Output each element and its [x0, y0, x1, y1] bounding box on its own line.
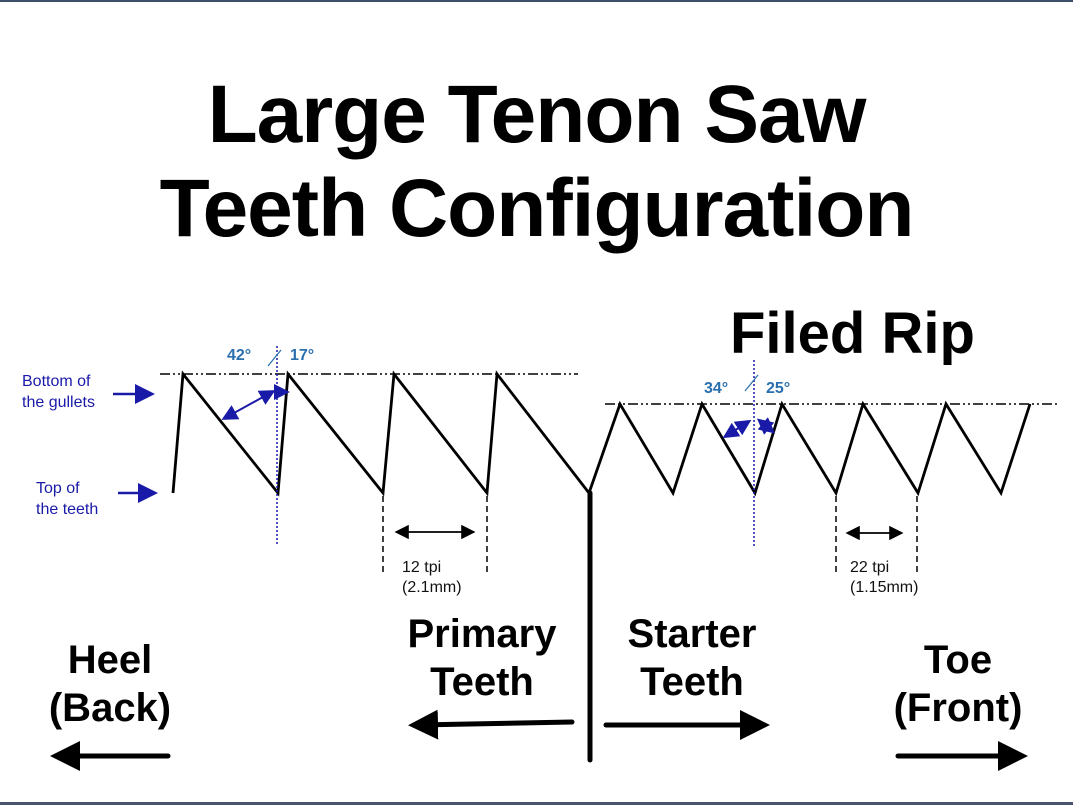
page-title: Large Tenon Saw Teeth Configuration: [0, 68, 1073, 256]
title-line-2: Teeth Configuration: [159, 163, 915, 254]
starter-rake-angle: 34°: [704, 380, 729, 397]
title-line-1: Large Tenon Saw: [207, 69, 867, 160]
starter-fleam-angle-arrow: [756, 417, 776, 435]
teeth-reference-label: Top of the teeth: [36, 480, 99, 518]
primary-rake-angle-arrow: [221, 390, 276, 420]
starter-pitch-label: 22 tpi (1.15mm): [850, 559, 919, 596]
top-frame-border: [0, 0, 1073, 2]
starter-teeth-profile: [587, 400, 1032, 497]
primary-rake-angle: 42°: [227, 347, 252, 364]
primary-fleam-angle: 17°: [290, 347, 315, 364]
starter-rake-angle-arrow: [722, 419, 752, 439]
primary-pitch-dimension: [382, 496, 488, 576]
starter-pitch-dimension: [835, 496, 918, 576]
subtitle-filed-rip: Filed Rip: [730, 301, 975, 366]
starter-teeth-label: Starter Teeth: [627, 612, 757, 704]
primary-teeth-label: Primary Teeth: [407, 612, 557, 704]
toe-label: Toe (Front): [893, 638, 1023, 730]
primary-teeth-profile: [171, 370, 591, 497]
heel-label: Heel (Back): [48, 638, 172, 730]
starter-fleam-angle: 25°: [766, 380, 791, 397]
primary-direction-arrow: [408, 709, 575, 740]
primary-pitch-label: 12 tpi (2.1mm): [402, 559, 462, 596]
bottom-frame-border: [0, 802, 1073, 805]
gullets-reference-label: Bottom of the gullets: [22, 373, 95, 411]
